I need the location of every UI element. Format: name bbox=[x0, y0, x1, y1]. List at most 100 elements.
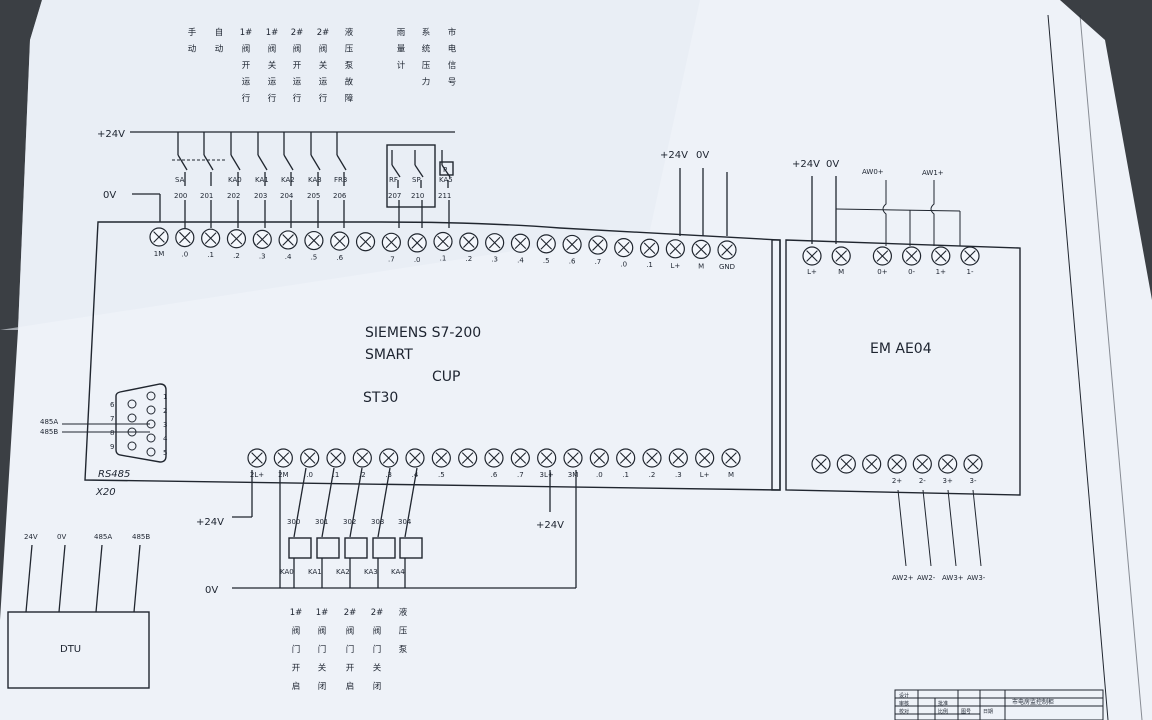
plc-bottom-label-0: 2L+ bbox=[250, 471, 264, 479]
em-output-label-0: AW2+ bbox=[892, 574, 914, 582]
relay-coil-1 bbox=[316, 537, 340, 559]
title-block-cell-6: 日期 bbox=[983, 709, 993, 715]
em-output-label-1: AW2- bbox=[917, 574, 936, 582]
plc-bottom-terminal-15 bbox=[642, 448, 662, 468]
em-top-terminal-1 bbox=[831, 246, 851, 266]
db9-pin bbox=[127, 441, 137, 451]
db9-pin-label-left-2: 8 bbox=[110, 429, 114, 437]
input-label-col-2-char: 阀 bbox=[242, 45, 251, 55]
label-plc-p24: +24V bbox=[660, 150, 688, 161]
output-label-col-0-char: 门 bbox=[292, 644, 301, 655]
output-label-col-4: 液压泵 bbox=[399, 607, 408, 655]
output-wire-1: 301 bbox=[315, 518, 328, 526]
output-label-col-3-char: 阀 bbox=[373, 627, 382, 637]
input-label-col-5-char: 阀 bbox=[319, 45, 328, 55]
relay-name-0: KA0 bbox=[280, 568, 294, 576]
device-name-4: KA2 bbox=[281, 176, 295, 184]
input-label-col-3-char: 阀 bbox=[268, 45, 277, 55]
bus-b-label: 485B bbox=[40, 428, 58, 436]
plc-top-label-19: .1 bbox=[646, 261, 653, 269]
relay-name-3: KA3 bbox=[364, 568, 378, 576]
title-block-name: 市电房监控制柜 bbox=[1012, 698, 1054, 706]
input-label-col-3-char: 关 bbox=[268, 60, 277, 71]
plc-bottom-terminal-16 bbox=[668, 448, 688, 468]
title-block-cell-2: 校对 bbox=[899, 708, 909, 715]
input-label-col-8-char: 统 bbox=[422, 44, 431, 55]
input-wire-2: 202 bbox=[227, 192, 240, 200]
em-output-wire-3 bbox=[972, 489, 982, 567]
plc-bottom-terminal-5 bbox=[379, 448, 399, 468]
em-output-label-3: AW3- bbox=[967, 574, 986, 582]
output-wire-3: 303 bbox=[371, 518, 384, 526]
output-label-col-1-char: 门 bbox=[318, 644, 327, 655]
plc-bottom-label-15: .2 bbox=[649, 471, 656, 479]
input-label-col-2-char: 运 bbox=[242, 78, 251, 88]
dtu-title: DTU bbox=[60, 644, 81, 655]
output-wire-4: 304 bbox=[398, 518, 412, 526]
em-bottom-terminals: 2+2-3+3- bbox=[811, 454, 983, 485]
plc-bottom-terminal-13 bbox=[589, 448, 609, 468]
title-block-cell-3: 批准 bbox=[938, 700, 948, 707]
input-label-col-0-char: 动 bbox=[188, 44, 197, 55]
input-label-col-3-char: 行 bbox=[268, 93, 277, 104]
plc-top-terminal-9 bbox=[381, 232, 401, 252]
em-output-wires: AW2+AW2-AW3+AW3- bbox=[892, 489, 986, 582]
plc-bottom-label-7: .5 bbox=[438, 471, 445, 479]
plc-top-terminal-22 bbox=[717, 240, 737, 260]
input-label-col-9-char: 号 bbox=[448, 78, 457, 88]
bus-a-label: 485A bbox=[40, 418, 58, 426]
plc-bottom-terminal-17 bbox=[695, 448, 715, 468]
output-label-col-1-char: 闭 bbox=[318, 682, 327, 692]
plc-top-label-20: L+ bbox=[670, 262, 680, 270]
pressure-symbol-label: P bbox=[443, 166, 447, 174]
plc-top-label-17: .7 bbox=[595, 258, 602, 266]
input-wire-6: 206 bbox=[333, 192, 347, 200]
em-bottom-label-3: 2+ bbox=[892, 477, 902, 485]
db9-pin-label-right-4: 5 bbox=[163, 449, 167, 457]
db9-pin bbox=[146, 433, 156, 443]
plc-bottom-label-11: 3L+ bbox=[540, 471, 554, 479]
em-bottom-label-4: 2- bbox=[919, 477, 926, 485]
plc-top-terminal-18 bbox=[614, 238, 634, 258]
output-label-col-1-char: 关 bbox=[318, 663, 327, 674]
em-top-label-2: 0+ bbox=[877, 268, 887, 276]
output-label-col-4-char: 压 bbox=[399, 627, 408, 637]
output-label-col-0-char: 开 bbox=[292, 664, 301, 674]
input-wire-8: 210 bbox=[411, 192, 424, 200]
em-top-terminal-4 bbox=[931, 246, 951, 266]
plc-top-terminal-11 bbox=[433, 231, 453, 252]
device-name-9: KA5 bbox=[439, 176, 453, 184]
plc-top-label-14: .4 bbox=[517, 256, 524, 264]
em-output-wire-1 bbox=[922, 489, 932, 567]
plc-top-label-9: .7 bbox=[388, 255, 395, 263]
db9-pin-label-right-2: 3 bbox=[163, 421, 167, 429]
dtu-pin-label-2: 485A bbox=[94, 533, 112, 541]
label-plc-0v: 0V bbox=[696, 150, 709, 161]
em-bottom-label-6: 3- bbox=[970, 477, 977, 485]
db9-pin-label-right-3: 4 bbox=[163, 435, 168, 443]
plc-top-label-3: .2 bbox=[233, 252, 240, 260]
plc-top-label-13: .3 bbox=[491, 256, 498, 264]
plc-top-label-0: 1M bbox=[154, 250, 165, 258]
sheet-border-right bbox=[1047, 14, 1109, 720]
aw1-in: AW1+ bbox=[922, 169, 944, 177]
output-label-col-2-char: 2# bbox=[344, 608, 357, 618]
device-name-7: RF bbox=[389, 176, 398, 184]
output-label-col-1-char: 1# bbox=[316, 608, 329, 618]
output-label-col-2-char: 开 bbox=[346, 664, 355, 674]
input-label-col-6-char: 障 bbox=[345, 93, 354, 104]
input-wire-0: 200 bbox=[174, 192, 187, 200]
relay-name-1: KA1 bbox=[308, 568, 322, 576]
pressure-symbol bbox=[439, 161, 454, 176]
em-top-label-4: 1+ bbox=[936, 268, 946, 276]
